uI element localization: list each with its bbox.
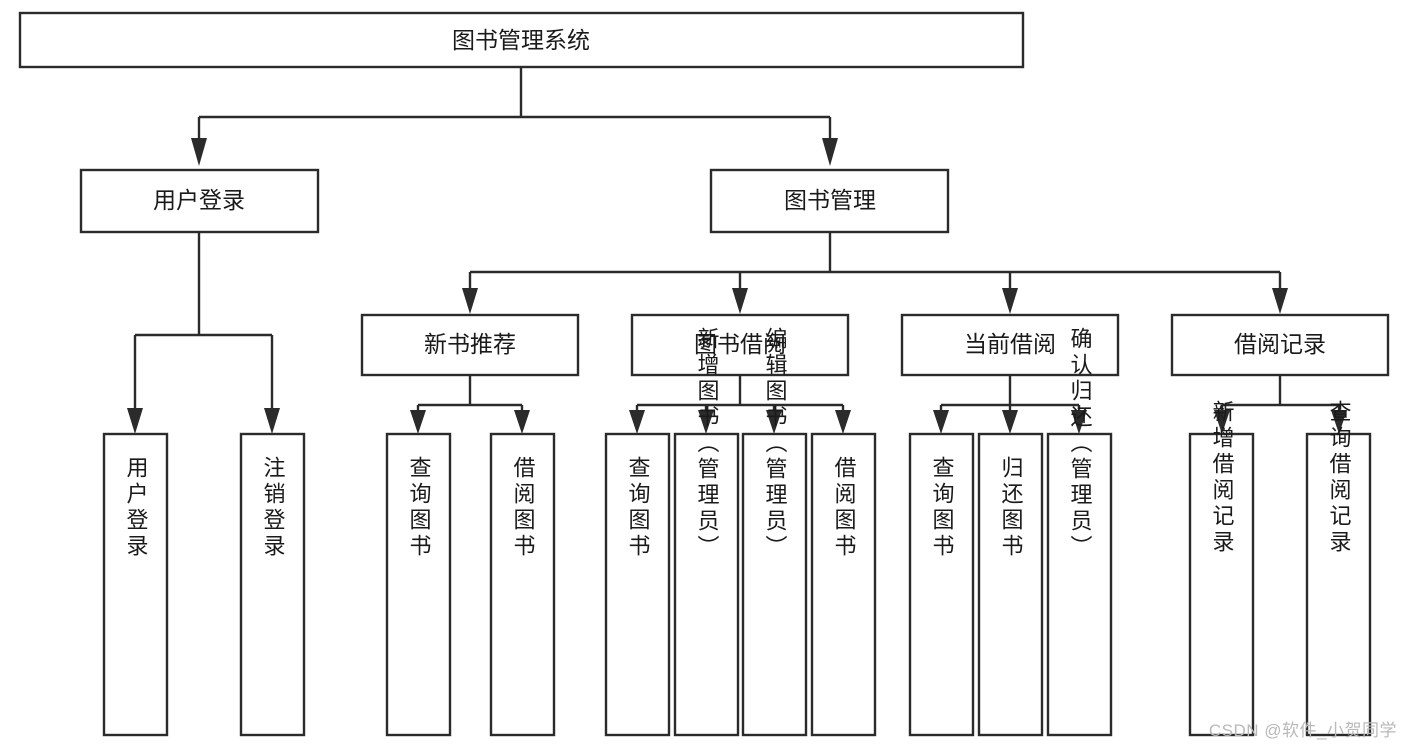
leaf-add-book[interactable]: 新增图书（管理员） — [673, 327, 740, 737]
node-borrow-record[interactable]: 借阅记录 — [1170, 313, 1390, 377]
arrow-head-leaf-user-login — [127, 408, 143, 434]
leaf-query-book-1[interactable]: 查询图书 — [385, 432, 452, 737]
arrow-head-user-login — [191, 138, 207, 166]
leaf-query-book-3-label: 查询图书 — [930, 456, 955, 560]
node-book-management[interactable]: 图书管理 — [709, 168, 950, 234]
arrow-head-leaf-user-logout — [264, 408, 280, 434]
node-root[interactable]: 图书管理系统 — [18, 11, 1025, 69]
arrow-head-book-management — [822, 138, 838, 166]
csdn-watermark: CSDN @软件_小贺同学 — [1208, 721, 1397, 740]
leaf-user-login[interactable]: 用户登录 — [102, 432, 169, 737]
leaf-query-book-1-label: 查询图书 — [407, 456, 432, 560]
leaf-edit-book-label: 编辑图书（管理员） — [763, 327, 788, 561]
leaf-edit-book[interactable]: 编辑图书（管理员） — [741, 327, 808, 737]
leaf-return-book-label: 归还图书 — [999, 456, 1024, 560]
leaf-add-book-label: 新增图书（管理员） — [695, 327, 720, 561]
leaf-borrow-book-1[interactable]: 借阅图书 — [489, 432, 556, 737]
leaf-add-record-box[interactable] — [1188, 432, 1255, 737]
leaf-borrow-book-1-box[interactable] — [489, 432, 556, 737]
node-root-box[interactable] — [18, 11, 1025, 69]
node-user-login-label: 用户登录 — [153, 187, 245, 213]
arrow-head-leaf-borrow-book-1 — [514, 410, 530, 434]
node-new-book-recommend[interactable]: 新书推荐 — [360, 313, 580, 377]
arrow-head-leaf-confirm-return — [1071, 410, 1087, 434]
arrow-head-leaf-query-book-3 — [933, 410, 949, 434]
leaf-query-book-3-box[interactable] — [908, 432, 975, 737]
node-borrow-record-box[interactable] — [1170, 313, 1390, 377]
leaf-return-book-box[interactable] — [977, 432, 1044, 737]
connector-group-book-borrow — [629, 375, 851, 434]
leaf-query-record-box[interactable] — [1305, 432, 1372, 737]
node-book-borrow[interactable]: 图书借阅 — [630, 313, 850, 377]
arrow-head-leaf-query-book-2 — [629, 410, 645, 434]
node-new-book-recommend-box[interactable] — [360, 313, 580, 377]
leaf-borrow-book-2-box[interactable] — [810, 432, 877, 737]
connector-group-new-book-recommend — [410, 375, 530, 434]
arrow-head-current-borrow — [1002, 288, 1018, 314]
leaf-confirm-return[interactable]: 确认归还（管理员） — [1046, 327, 1113, 737]
node-book-borrow-label: 图书借阅 — [694, 331, 786, 357]
arrow-head-leaf-query-book-1 — [410, 410, 426, 434]
node-user-login[interactable]: 用户登录 — [79, 168, 320, 234]
arrow-head-new-book-recommend — [462, 288, 478, 314]
leaf-return-book[interactable]: 归还图书 — [977, 432, 1044, 737]
leaf-query-book-2-box[interactable] — [604, 432, 671, 737]
node-root-label: 图书管理系统 — [452, 27, 590, 53]
leaf-borrow-book-2-label: 借阅图书 — [832, 456, 857, 560]
node-book-management-box[interactable] — [709, 168, 950, 234]
leaf-confirm-return-label: 确认归还（管理员） — [1068, 327, 1093, 561]
node-user-login-box[interactable] — [79, 168, 320, 234]
node-book-management-label: 图书管理 — [784, 187, 876, 213]
arrow-head-leaf-add-record — [1214, 410, 1230, 434]
leaf-edit-book-box[interactable] — [741, 432, 808, 737]
node-book-borrow-box[interactable] — [630, 313, 850, 377]
connector-group-user-login — [127, 232, 280, 434]
connector-group-current-borrow — [933, 375, 1087, 434]
leaf-query-book-3[interactable]: 查询图书 — [908, 432, 975, 737]
leaf-query-record-label: 查询借阅记录 — [1327, 400, 1352, 556]
node-current-borrow[interactable]: 当前借阅 — [900, 313, 1120, 377]
arrow-head-leaf-edit-book — [766, 410, 782, 434]
arrow-head-borrow-record — [1272, 288, 1288, 314]
leaf-user-logout-label: 注销登录 — [261, 456, 286, 560]
leaf-query-book-2-label: 查询图书 — [626, 456, 651, 560]
leaf-query-book-2[interactable]: 查询图书 — [604, 432, 671, 737]
arrow-head-leaf-return-book — [1002, 410, 1018, 434]
arrow-head-leaf-add-book — [698, 410, 714, 434]
leaf-borrow-book-1-label: 借阅图书 — [511, 456, 536, 560]
leaf-borrow-book-2[interactable]: 借阅图书 — [810, 432, 877, 737]
leaf-add-record[interactable]: 新增借阅记录 — [1188, 400, 1255, 737]
node-borrow-record-label: 借阅记录 — [1234, 331, 1326, 357]
arrow-head-book-borrow — [732, 288, 748, 314]
node-current-borrow-box[interactable] — [900, 313, 1120, 377]
arrow-head-leaf-query-record — [1331, 410, 1347, 434]
node-current-borrow-label: 当前借阅 — [964, 331, 1056, 357]
leaf-add-book-box[interactable] — [673, 432, 740, 737]
leaf-user-logout[interactable]: 注销登录 — [239, 432, 306, 737]
leaf-add-record-label: 新增借阅记录 — [1210, 400, 1235, 556]
connector-group-borrow-record — [1214, 375, 1347, 434]
leaf-query-book-1-box[interactable] — [385, 432, 452, 737]
connector-group-book-management — [462, 232, 1288, 314]
node-new-book-recommend-label: 新书推荐 — [424, 331, 516, 357]
leaf-user-login-label: 用户登录 — [124, 456, 149, 560]
leaf-confirm-return-box[interactable] — [1046, 432, 1113, 737]
leaf-user-logout-box[interactable] — [239, 432, 306, 737]
leaf-user-login-box[interactable] — [102, 432, 169, 737]
arrow-head-leaf-borrow-book-2 — [835, 410, 851, 434]
leaf-query-record[interactable]: 查询借阅记录 — [1305, 400, 1372, 737]
connector-group-root — [191, 67, 838, 166]
